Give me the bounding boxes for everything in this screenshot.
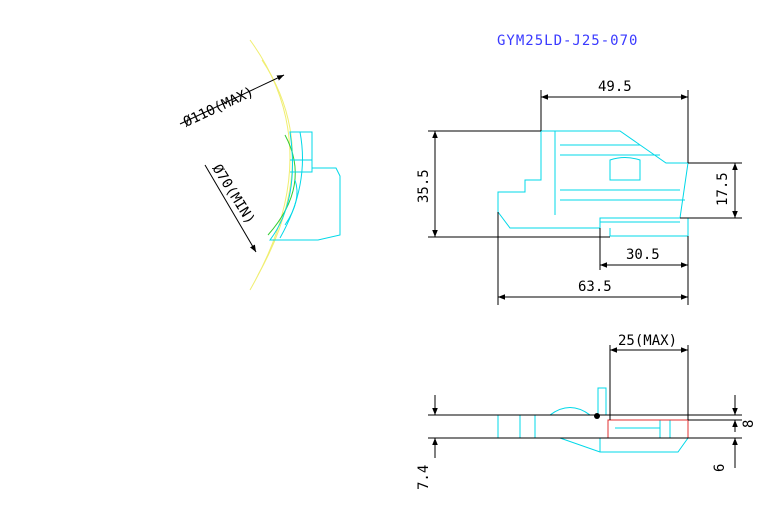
front-part-outline <box>497 130 689 229</box>
part-number-title: GYM25LD-J25-070 <box>497 33 638 49</box>
side-part-pin <box>594 413 600 419</box>
width-mid-label: 30.5 <box>626 247 660 263</box>
dia-min-arrow-line <box>204 164 257 253</box>
height-right-label: 17.5 <box>715 172 731 206</box>
curved-part-outline <box>269 131 341 241</box>
width-top-label: 49.5 <box>598 79 632 95</box>
side-view: 25(MAX) 7.4 8 6 <box>416 333 757 490</box>
side-part-detail-2 <box>599 419 671 452</box>
arc-max-inner <box>257 59 293 276</box>
arc-min <box>267 134 296 236</box>
side-left-label: 7.4 <box>416 465 432 490</box>
side-right-label-a: 8 <box>741 420 757 428</box>
height-left-label: 35.5 <box>416 169 432 203</box>
side-depth-label: 25(MAX) <box>618 333 677 349</box>
curved-part-slot <box>290 159 313 173</box>
front-view: 49.5 35.5 17.5 30.5 63.5 <box>416 79 742 305</box>
width-overall-label: 63.5 <box>578 279 612 295</box>
curved-part-line <box>284 179 298 226</box>
side-right-label-b: 6 <box>712 464 728 472</box>
side-part-detail-1 <box>519 407 591 438</box>
front-part-detail-2 <box>609 157 641 181</box>
dia-min-label: Ø70(MIN) <box>209 162 258 228</box>
dia-max-label: Ø110(MAX) <box>181 84 257 131</box>
side-part-highlight <box>607 419 689 439</box>
radius-view: Ø110(MAX) Ø70(MIN) <box>179 39 341 291</box>
front-part-detail-3 <box>600 218 689 237</box>
front-part-detail-1 <box>554 131 685 215</box>
dia-max-arrow-line <box>179 74 285 125</box>
curved-part-inner <box>279 131 303 239</box>
